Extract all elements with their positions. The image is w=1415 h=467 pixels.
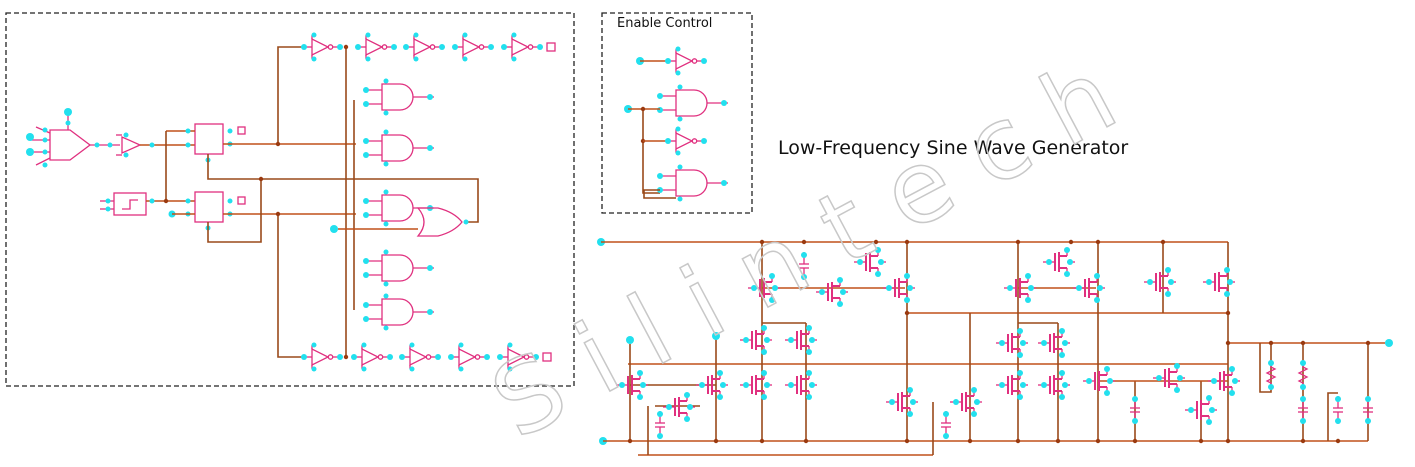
digital-logic-block xyxy=(26,31,556,373)
output-port xyxy=(546,42,556,52)
digital-block-border xyxy=(5,12,575,387)
watermark-text: Silintech xyxy=(474,21,1162,461)
enable-control-title: Enable Control xyxy=(617,16,713,31)
sine-generator-circuit xyxy=(597,238,1393,456)
enable-control-border xyxy=(601,12,753,214)
sine-generator-title: Low-Frequency Sine Wave Generator xyxy=(778,137,1129,159)
enable-control-logic xyxy=(624,45,729,203)
output-port xyxy=(542,352,552,362)
